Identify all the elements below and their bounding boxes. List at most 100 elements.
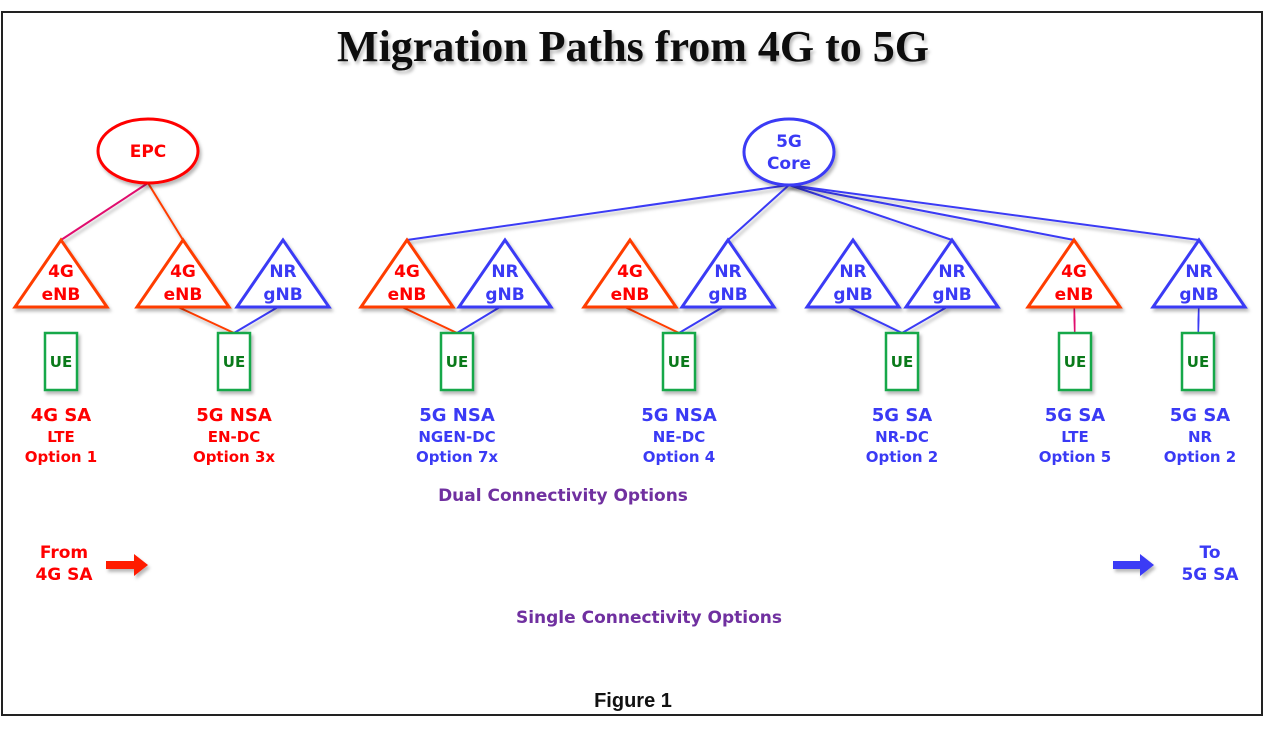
link-epc-enb-opt1 <box>60 182 149 241</box>
nodes: 4G eNB 4G eNB NR gNB 4G eNB NR gNB 4G eNB NR gNB NR gNB… <box>12 237 1248 392</box>
ue-box <box>884 331 920 392</box>
option-number: Option 3x <box>193 448 275 466</box>
5g-core-ellipse <box>742 117 836 187</box>
node-label-line1: NR <box>269 262 296 282</box>
enb-node: 4G eNB <box>12 237 110 309</box>
option-number: Option 7x <box>416 448 498 466</box>
page-title: Migration Paths from 4G to 5G <box>337 22 929 71</box>
node-label-line2: gNB <box>833 285 872 305</box>
enb-triangle <box>581 237 679 309</box>
link-5gc-node-10 <box>788 184 1200 241</box>
option-type: 5G NSA <box>641 405 717 426</box>
option-caption: 5G NSA NE-DC Option 4 <box>641 405 717 466</box>
option-mode: NE-DC <box>653 428 706 446</box>
ue-label: UE <box>1064 353 1086 371</box>
gnb-triangle <box>903 237 1001 309</box>
node-label-line1: 4G <box>394 262 420 282</box>
ue-label: UE <box>891 353 913 371</box>
option-mode: NR <box>1188 428 1213 446</box>
gnb-node: NR gNB <box>679 237 777 309</box>
ue-label: UE <box>1187 353 1209 371</box>
5g-core-label-line1: 5G <box>776 132 802 152</box>
node-label-line1: 4G <box>1061 262 1087 282</box>
gnb-triangle <box>804 237 902 309</box>
option-type: 5G SA <box>872 405 933 426</box>
node-label-line2: gNB <box>708 285 747 305</box>
link-ue-4-a <box>847 306 903 334</box>
node-label-line2: eNB <box>388 285 427 305</box>
ue-device: UE <box>216 331 252 392</box>
ue-box <box>1057 331 1093 392</box>
option-type: 4G SA <box>31 405 92 426</box>
node-label-line2: eNB <box>164 285 203 305</box>
ue-device: UE <box>43 331 79 392</box>
node-label-line1: NR <box>491 262 518 282</box>
enb-triangle <box>358 237 456 309</box>
link-ue-opt5 <box>1073 306 1076 334</box>
option-mode: LTE <box>1061 428 1089 446</box>
link-5gc-node-9 <box>788 184 1075 241</box>
node-label-line1: NR <box>938 262 965 282</box>
from-label-line2: 4G SA <box>35 565 93 585</box>
gnb-node: NR gNB <box>234 237 332 309</box>
gnb-triangle <box>1150 237 1248 309</box>
ue-label: UE <box>446 353 468 371</box>
node-label-line2: gNB <box>485 285 524 305</box>
option-type: 5G NSA <box>419 405 495 426</box>
5g-core-label-line2: Core <box>767 154 811 174</box>
option-type: 5G SA <box>1045 405 1106 426</box>
option-number: Option 2 <box>866 448 938 466</box>
epc-ellipse <box>96 117 200 185</box>
core-5gc: 5G Core <box>742 117 836 187</box>
node-label-line2: eNB <box>611 285 650 305</box>
ue-label: UE <box>223 353 245 371</box>
ue-device: UE <box>1057 331 1093 392</box>
figure-caption: Figure 1 <box>594 690 672 712</box>
link-epc-enb-opt3x <box>147 182 184 241</box>
gnb-triangle <box>456 237 554 309</box>
option-mode: NR-DC <box>875 428 929 446</box>
from-label-line1: From <box>40 543 88 563</box>
option-number: Option 4 <box>643 448 715 466</box>
enb-triangle <box>134 237 232 309</box>
link-5gc-node-3 <box>406 184 790 241</box>
option-mode: EN-DC <box>208 428 261 446</box>
link-ue-3-b <box>678 306 724 334</box>
link-ue-opt2 <box>1197 306 1200 334</box>
ue-device: UE <box>439 331 475 392</box>
ue-box <box>216 331 252 392</box>
node-label-line2: gNB <box>263 285 302 305</box>
gnb-triangle <box>234 237 332 309</box>
node-label-line1: NR <box>839 262 866 282</box>
node-label-line1: 4G <box>170 262 196 282</box>
node-label-line1: NR <box>714 262 741 282</box>
link-5gc-node-8 <box>788 184 953 241</box>
to-label-line2: 5G SA <box>1181 565 1239 585</box>
gnb-node: NR gNB <box>804 237 902 309</box>
ue-device: UE <box>661 331 697 392</box>
to-label-line1: To <box>1199 543 1220 563</box>
ue-box <box>661 331 697 392</box>
node-label-line2: gNB <box>1179 285 1218 305</box>
option-caption: 5G SA NR-DC Option 2 <box>866 405 938 466</box>
gnb-node: NR gNB <box>456 237 554 309</box>
core-epc: EPC <box>96 117 200 185</box>
link-ue-3-a <box>624 306 680 334</box>
ue-label: UE <box>50 353 72 371</box>
link-ue-4-b <box>901 306 948 334</box>
enb-triangle <box>1025 237 1123 309</box>
node-label-line1: 4G <box>48 262 74 282</box>
link-ue-2-b <box>456 306 501 334</box>
single-connectivity-label: Single Connectivity Options <box>516 608 782 628</box>
option-number: Option 1 <box>25 448 97 466</box>
ue-box <box>43 331 79 392</box>
node-label-line2: eNB <box>42 285 81 305</box>
